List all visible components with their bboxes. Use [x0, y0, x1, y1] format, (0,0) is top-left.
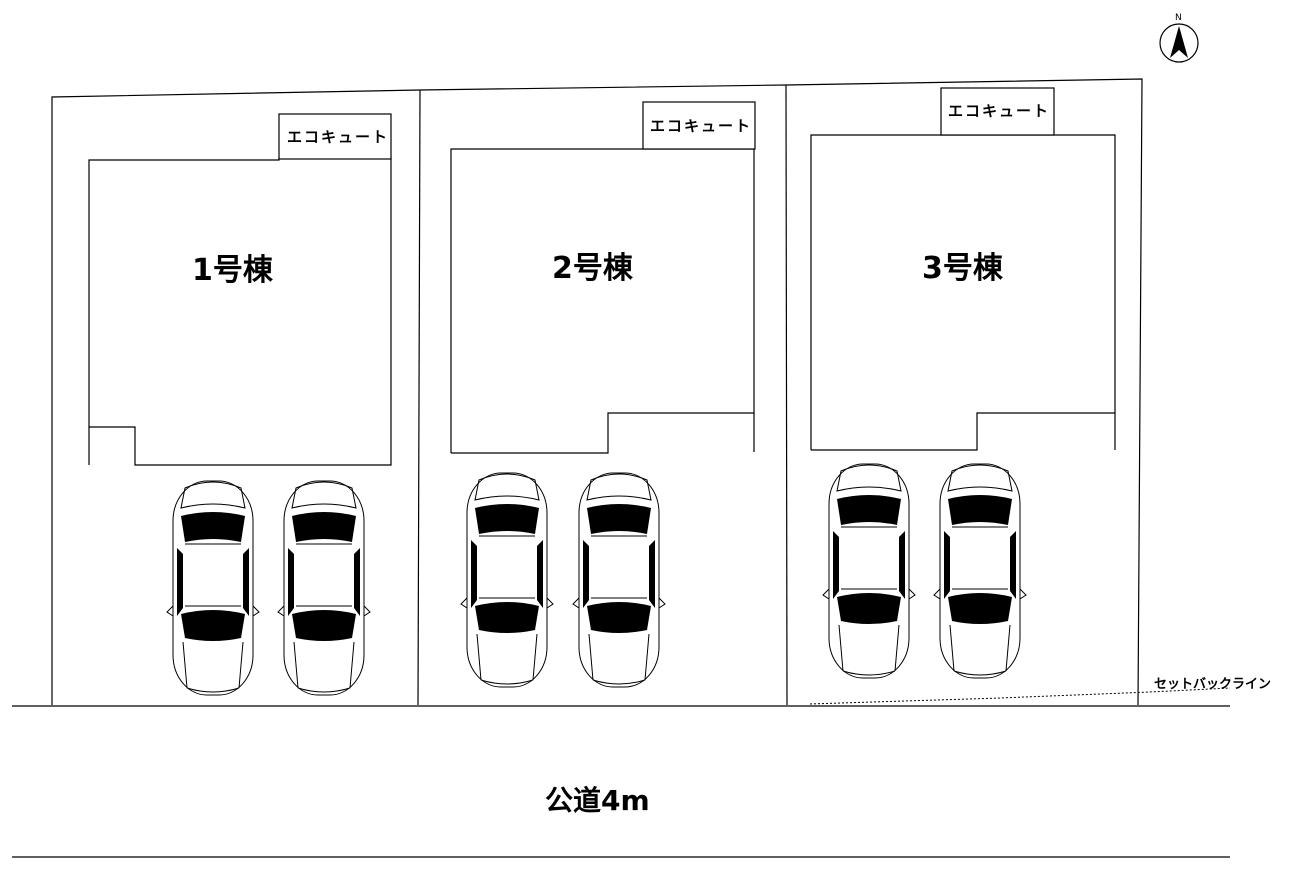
compass: N: [1159, 13, 1199, 63]
eco-cute-label-2: エコキュート: [650, 117, 752, 135]
parking-car-icon: [277, 480, 371, 696]
eco-cute-box-1: [278, 113, 392, 160]
setback-line-label: セットバックライン: [1154, 677, 1271, 692]
lot-1: エコキュート 1号棟: [88, 113, 392, 696]
setback-line: セットバックライン: [809, 677, 1271, 705]
eco-cute-label-1: エコキュート: [287, 128, 389, 146]
site-boundary: [51, 78, 1143, 706]
parking-car-icon: [572, 472, 666, 688]
unit-label-3: 3号棟: [922, 251, 1004, 286]
north-arrow-icon: [1170, 26, 1188, 58]
road-label: 公道4m: [545, 784, 650, 817]
unit-label-2: 2号棟: [552, 251, 634, 286]
lot-2: エコキュート 2号棟: [450, 101, 756, 688]
public-road: 公道4m: [12, 705, 1230, 858]
compass-circle: [1159, 23, 1199, 63]
compass-north-label: N: [1175, 13, 1182, 23]
building-outline-2: [450, 148, 755, 454]
parking-car-icon: [933, 463, 1027, 679]
parking-car-icon: [822, 463, 916, 679]
lot-3: エコキュート 3号棟: [810, 87, 1116, 679]
eco-cute-box-2: [642, 101, 756, 150]
parking-car-icon: [166, 480, 260, 696]
eco-cute-box-3: [940, 87, 1055, 136]
unit-label-1: 1号棟: [192, 253, 274, 288]
parking-car-icon: [460, 472, 554, 688]
building-outline-1: [88, 157, 392, 466]
building-outline-3: [810, 134, 1116, 451]
eco-cute-label-3: エコキュート: [948, 102, 1050, 120]
